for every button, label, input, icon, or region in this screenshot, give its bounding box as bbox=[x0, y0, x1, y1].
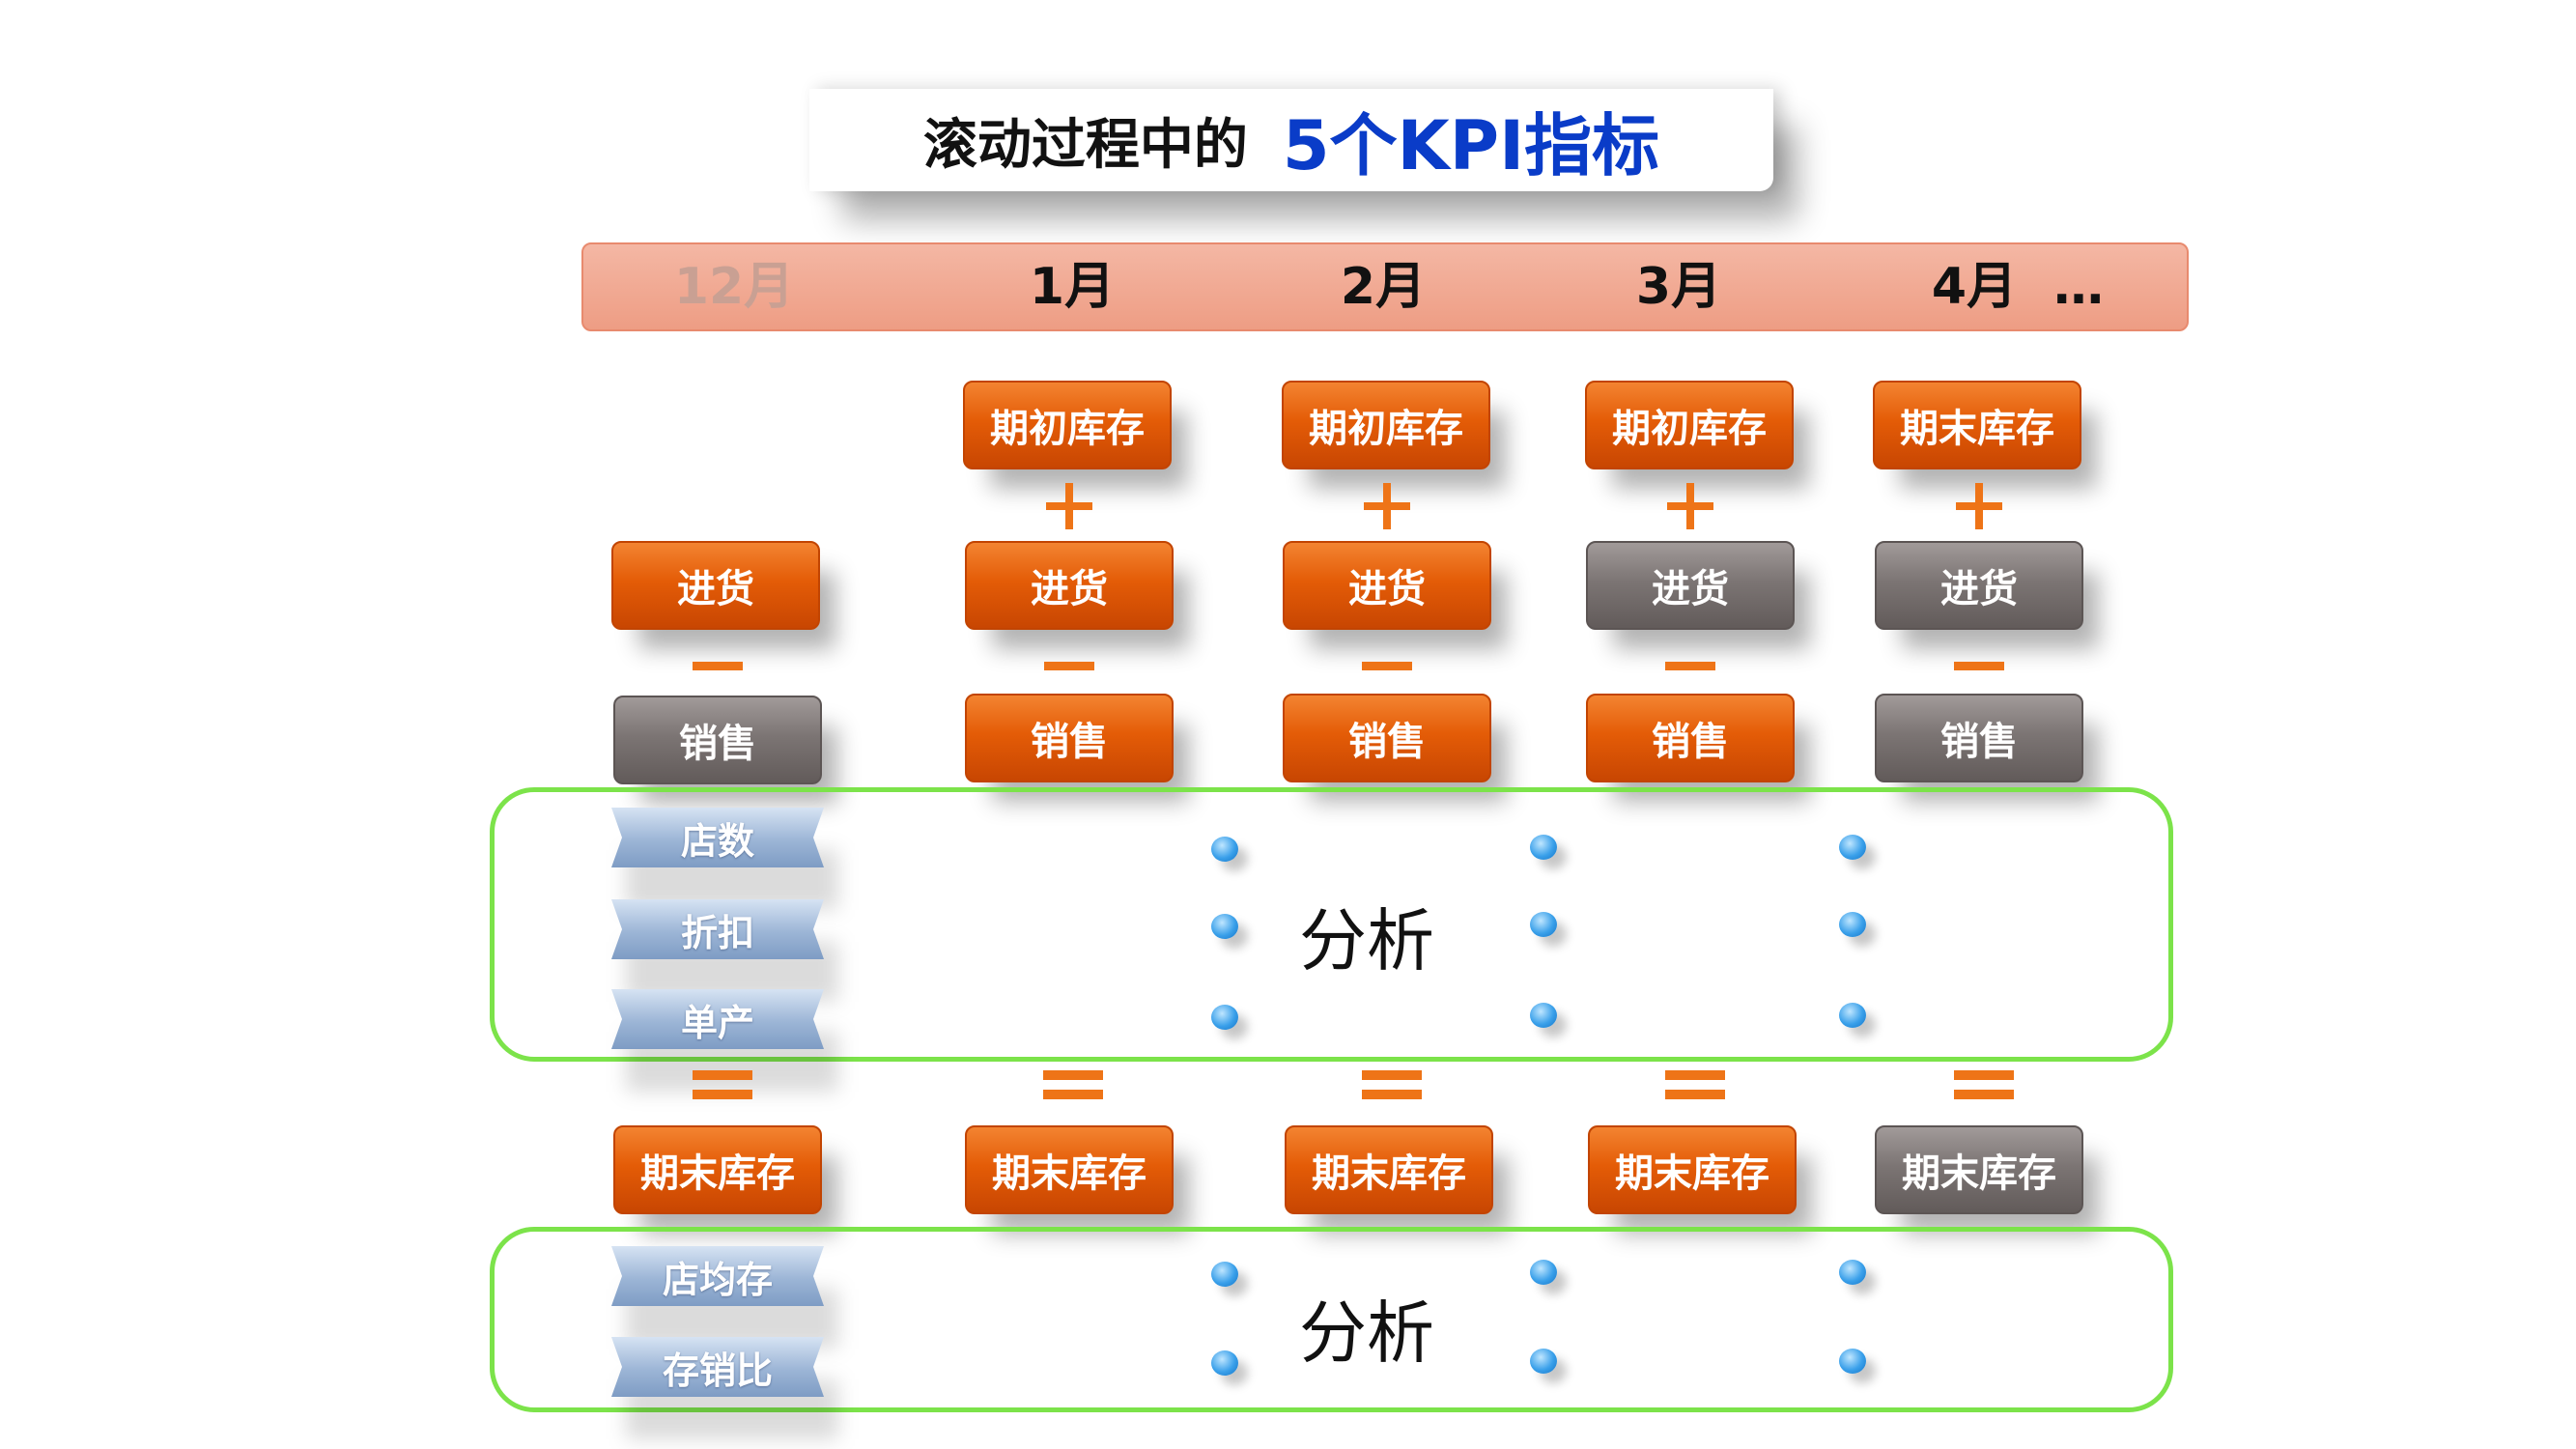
bullet-dot bbox=[1211, 1350, 1238, 1376]
bullet-dot bbox=[1211, 1005, 1238, 1030]
title-card bbox=[809, 89, 1773, 191]
purchase-dec: 进货 bbox=[611, 541, 820, 630]
title-accent: 5个KPI指标 bbox=[1282, 105, 1660, 185]
kpi-unit-output: 单产 bbox=[611, 989, 824, 1049]
closing-stock-jan: 期末库存 bbox=[965, 1125, 1174, 1214]
bullet-dot bbox=[1839, 835, 1866, 860]
plus-operator bbox=[1956, 483, 2002, 529]
bullet-dot bbox=[1211, 837, 1238, 862]
kpi-stores: 店数 bbox=[611, 808, 824, 867]
closing-stock-apr: 期末库存 bbox=[1875, 1125, 2083, 1214]
kpi-avg-store-stock: 店均存 bbox=[611, 1246, 824, 1306]
bullet-dot bbox=[1211, 914, 1238, 939]
sales-jan: 销售 bbox=[965, 694, 1174, 782]
closing-stock-dec: 期末库存 bbox=[613, 1125, 822, 1214]
plus-operator bbox=[1364, 483, 1410, 529]
sales-mar: 销售 bbox=[1586, 694, 1795, 782]
minus-operator bbox=[1665, 662, 1715, 670]
minus-operator bbox=[693, 662, 743, 670]
analysis-frame-bottom bbox=[490, 1227, 2173, 1412]
plus-operator bbox=[1046, 483, 1092, 529]
month-feb: 2月 bbox=[1340, 258, 1427, 316]
month-bar bbox=[581, 242, 2189, 331]
month-jan: 1月 bbox=[1029, 258, 1116, 316]
purchase-apr: 进货 bbox=[1875, 541, 2083, 630]
bullet-dot bbox=[1211, 1262, 1238, 1287]
title: 滚动过程中的 5个KPI指标 bbox=[809, 89, 1773, 191]
equals-operator bbox=[1954, 1070, 2014, 1101]
equals-operator bbox=[693, 1070, 752, 1101]
bullet-dot bbox=[1839, 1260, 1866, 1285]
kpi-stock-sales-ratio: 存销比 bbox=[611, 1337, 824, 1397]
minus-operator bbox=[1044, 662, 1094, 670]
sales-feb: 销售 bbox=[1283, 694, 1491, 782]
analysis-label-bottom: 分析 bbox=[1299, 1293, 1434, 1373]
purchase-jan: 进货 bbox=[965, 541, 1174, 630]
minus-operator bbox=[1954, 662, 2004, 670]
month-apr: 4月 bbox=[1931, 258, 2018, 316]
opening-stock-mar: 期初库存 bbox=[1585, 381, 1794, 469]
purchase-feb: 进货 bbox=[1283, 541, 1491, 630]
title-main: 滚动过程中的 bbox=[922, 113, 1248, 177]
sales-dec: 销售 bbox=[613, 696, 822, 784]
opening-stock-feb: 期初库存 bbox=[1282, 381, 1490, 469]
analysis-label-top: 分析 bbox=[1299, 901, 1434, 980]
opening-stock-jan: 期初库存 bbox=[963, 381, 1172, 469]
month-ellipsis: … bbox=[2053, 258, 2104, 316]
bullet-dot bbox=[1530, 835, 1557, 860]
kpi-discount: 折扣 bbox=[611, 899, 824, 959]
equals-operator bbox=[1362, 1070, 1422, 1101]
equals-operator bbox=[1043, 1070, 1103, 1101]
minus-operator bbox=[1362, 662, 1412, 670]
sales-apr: 销售 bbox=[1875, 694, 2083, 782]
analysis-frame-top bbox=[490, 787, 2173, 1062]
bullet-dot bbox=[1839, 1003, 1866, 1028]
closing-stock-feb: 期末库存 bbox=[1285, 1125, 1493, 1214]
plus-operator bbox=[1667, 483, 1713, 529]
equals-operator bbox=[1665, 1070, 1725, 1101]
bullet-dot bbox=[1839, 1349, 1866, 1374]
bullet-dot bbox=[1530, 1349, 1557, 1374]
bullet-dot bbox=[1530, 1260, 1557, 1285]
purchase-mar: 进货 bbox=[1586, 541, 1795, 630]
bullet-dot bbox=[1530, 1003, 1557, 1028]
closing-stock-mar: 期末库存 bbox=[1588, 1125, 1797, 1214]
month-dec: 12月 bbox=[673, 258, 795, 316]
month-mar: 3月 bbox=[1635, 258, 1722, 316]
bullet-dot bbox=[1530, 912, 1557, 937]
bullet-dot bbox=[1839, 912, 1866, 937]
closing-stock-apr-top: 期末库存 bbox=[1873, 381, 2081, 469]
